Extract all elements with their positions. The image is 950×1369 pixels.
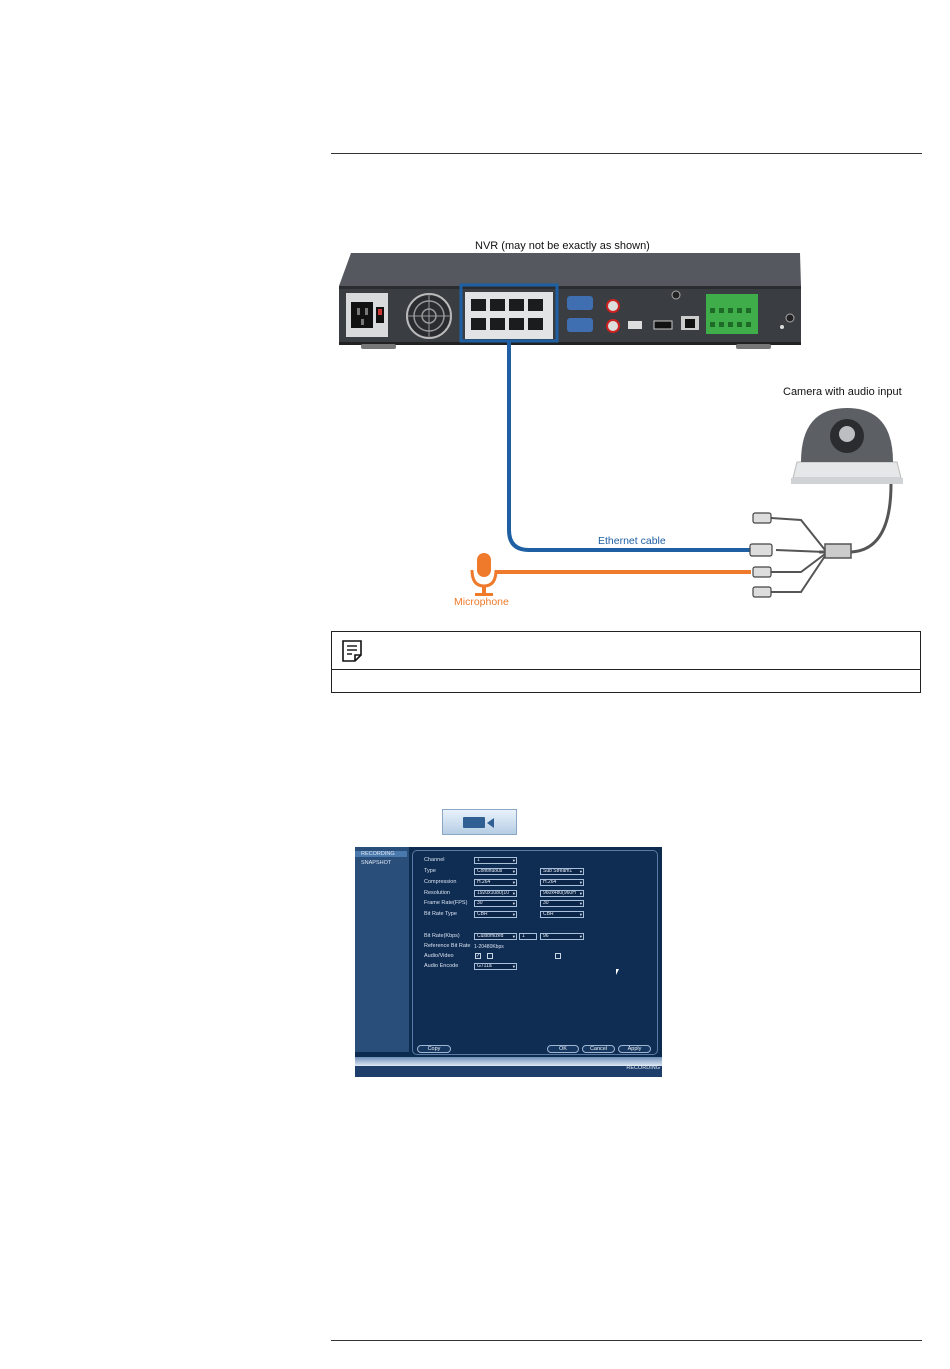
ethernet-cable (507, 341, 751, 552)
taskbar-highlight (355, 1057, 662, 1066)
cancel-button[interactable]: Cancel (582, 1045, 615, 1053)
label-channel: Channel (424, 857, 445, 863)
sub-resolution-select[interactable]: 960x480(960H▾ (540, 890, 584, 897)
audio-checkbox[interactable]: ✓ (475, 953, 481, 959)
sub-bit-rate-type-select[interactable]: CBR▾ (540, 911, 584, 918)
nvr-label: NVR (may not be exactly as shown) (475, 240, 650, 252)
resolution-select[interactable]: 1920x1080(10▾ (474, 890, 517, 897)
taskbar (355, 1066, 662, 1077)
channel-select[interactable]: 1▾ (474, 857, 517, 864)
reference-bit-rate-value: 1-20480Kbps (474, 944, 504, 950)
note-box (331, 631, 921, 693)
label-bit-rate-type: Bit Rate Type (424, 911, 457, 917)
label-audio-video: Audio/Video (424, 953, 454, 959)
video-checkbox[interactable] (487, 953, 493, 959)
bit-rate-select[interactable]: Customized▾ (474, 933, 517, 940)
footer-rule (331, 1340, 922, 1341)
note-icon (342, 640, 362, 662)
sub-compression-select[interactable]: H.264▾ (540, 879, 584, 886)
sub-fps-select[interactable]: 30▾ (540, 900, 584, 907)
camera-label: Camera with audio input (783, 386, 902, 398)
microphone-label: Microphone (454, 596, 509, 608)
sub-stream-select[interactable]: Sub Stream1▾ (540, 868, 584, 875)
sidebar-item-snapshot[interactable]: SNAPSHOT (361, 860, 392, 866)
bit-rate-type-select[interactable]: CBR▾ (474, 911, 517, 918)
apply-button[interactable]: Apply (618, 1045, 651, 1053)
header-rule (331, 153, 922, 154)
settings-panel (412, 850, 658, 1055)
audio-encode-select[interactable]: G711a▾ (474, 963, 517, 970)
label-audio-encode: Audio Encode (424, 963, 459, 969)
recording-settings-screen: RECORDING SNAPSHOT Channel Type Compress… (355, 847, 662, 1077)
label-resolution: Resolution (424, 890, 450, 896)
label-compression: Compression (424, 879, 457, 885)
sub-bit-rate-select[interactable]: 96▾ (540, 933, 584, 940)
compression-select[interactable]: H.264▾ (474, 879, 517, 886)
label-frame-rate: Frame Rate(FPS) (424, 900, 468, 906)
label-type: Type (424, 868, 436, 874)
label-bit-rate: Bit Rate(Kbps) (424, 933, 460, 939)
mouse-cursor-icon (616, 969, 619, 975)
ethernet-label: Ethernet cable (598, 535, 666, 547)
bit-rate-input[interactable]: 1 (519, 933, 537, 940)
taskbar-tab-recording[interactable]: RECORDING (626, 1065, 660, 1071)
connection-diagram: NVR (may not be exactly as shown) (339, 240, 903, 608)
dome-camera-icon (791, 408, 903, 484)
ok-button[interactable]: OK (547, 1045, 579, 1053)
record-camera-icon[interactable] (442, 809, 517, 835)
microphone-icon (470, 553, 498, 596)
copy-button[interactable]: Copy (417, 1045, 451, 1053)
sidebar-item-recording[interactable]: RECORDING (355, 851, 407, 857)
sub-audio-checkbox[interactable] (555, 953, 561, 959)
label-reference-bit-rate: Reference Bit Rate (424, 943, 471, 949)
nvr-device (339, 253, 801, 349)
settings-sidebar (355, 847, 409, 1052)
type-select[interactable]: Continuous▾ (474, 868, 517, 875)
camera-pigtail (819, 483, 893, 554)
fps-select[interactable]: 30▾ (474, 900, 517, 907)
